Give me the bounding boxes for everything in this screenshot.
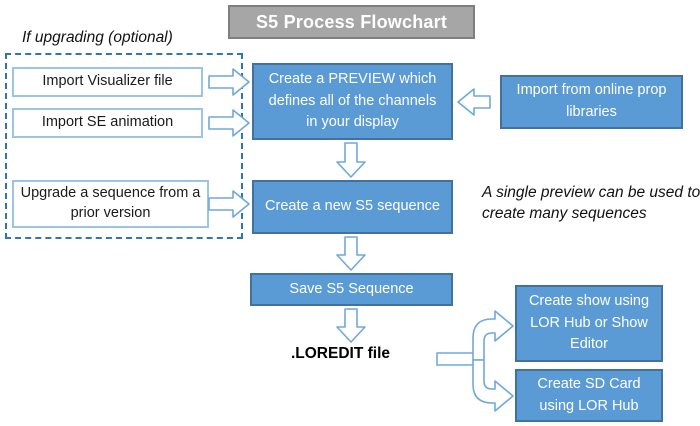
create-new-sequence-node: Create a new S5 sequence <box>252 180 453 234</box>
arrow-down-icon <box>336 308 366 343</box>
create-sd-card-node: Create SD Card using LOR Hub <box>515 369 663 422</box>
import-prop-libraries-node: Import from online prop libraries <box>500 75 683 129</box>
upgrade-section-container <box>5 53 243 239</box>
create-preview-node: Create a PREVIEW which defines all of th… <box>252 63 453 140</box>
arrow-branch-down-icon <box>472 359 514 412</box>
arrow-down-icon <box>336 236 366 271</box>
create-show-node: Create show using LOR Hub or Show Editor <box>515 285 663 362</box>
upgrade-sequence-node: Upgrade a sequence from a prior version <box>12 180 209 228</box>
save-sequence-node: Save S5 Sequence <box>250 273 453 306</box>
split-connector-bar <box>436 352 475 366</box>
import-visualizer-node: Import Visualizer file <box>12 67 203 97</box>
page-title: S5 Process Flowchart <box>228 5 475 39</box>
arrow-left-icon <box>457 88 491 116</box>
loredit-file-label: .LOREDIT file <box>290 345 391 362</box>
single-preview-note: A single preview can be used to create m… <box>482 184 700 222</box>
arrow-down-icon <box>336 142 366 178</box>
arrow-branch-up-icon <box>472 310 514 361</box>
import-se-animation-node: Import SE animation <box>12 108 203 138</box>
upgrade-section-label: If upgrading (optional) <box>22 29 173 46</box>
